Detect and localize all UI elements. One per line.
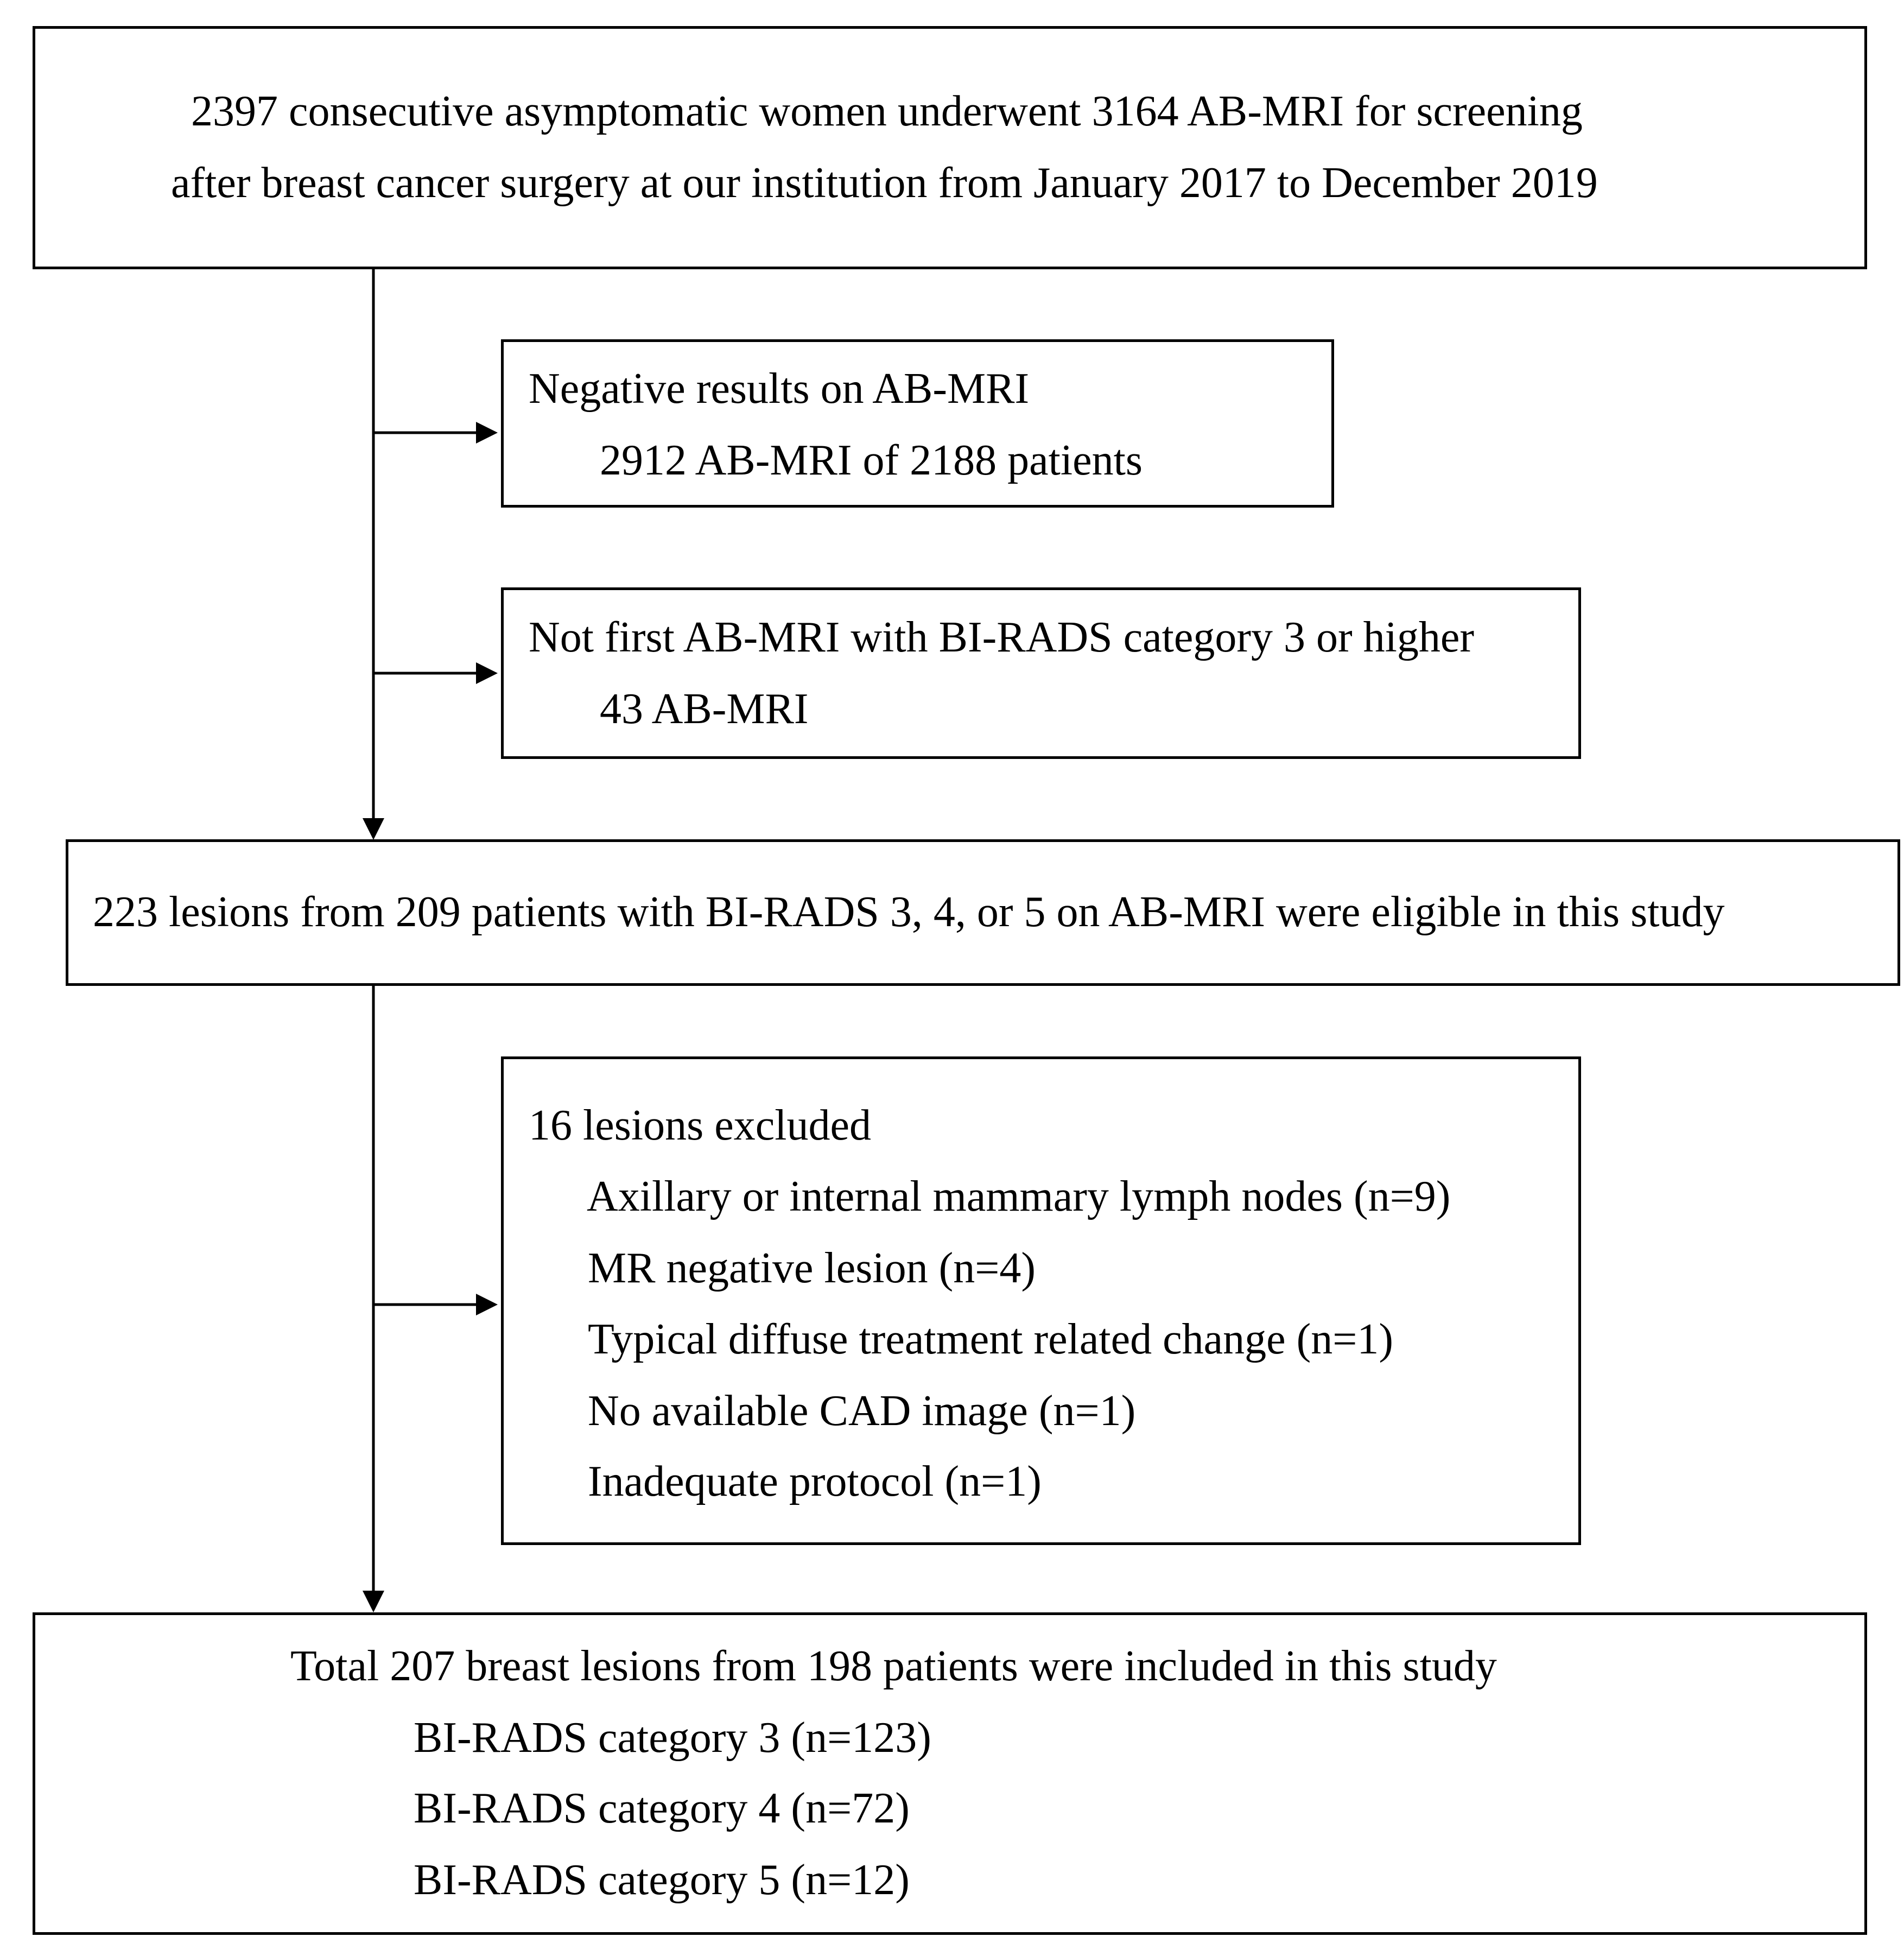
included-item: BI-RADS category 5 (n=12)	[414, 1856, 910, 1904]
excluded-title: 16 lesions excluded	[529, 1102, 871, 1149]
box-eligible-lesions: 223 lesions from 209 patients with BI-RA…	[66, 839, 1900, 986]
excluded-item: MR negative lesion (n=4)	[588, 1244, 1036, 1292]
negative-results-detail: 2912 AB-MRI of 2188 patients	[600, 436, 1143, 484]
box-not-first-abmri: Not first AB-MRI with BI-RADS category 3…	[501, 587, 1581, 759]
box-excluded-lesions: 16 lesions excluded Axillary or internal…	[501, 1056, 1581, 1545]
screening-line-1: 2397 consecutive asymptomatic women unde…	[191, 87, 1583, 135]
box-negative-results: Negative results on AB-MRI 2912 AB-MRI o…	[501, 339, 1334, 508]
box-screening-population: 2397 consecutive asymptomatic women unde…	[33, 26, 1867, 269]
excluded-item: No available CAD image (n=1)	[588, 1387, 1136, 1435]
included-item: BI-RADS category 3 (n=123)	[414, 1714, 931, 1762]
box-included-lesions: Total 207 breast lesions from 198 patien…	[33, 1612, 1867, 1935]
eligible-text: 223 lesions from 209 patients with BI-RA…	[93, 888, 1725, 936]
included-item: BI-RADS category 4 (n=72)	[414, 1784, 910, 1832]
excluded-item: Typical diffuse treatment related change…	[588, 1315, 1394, 1363]
excluded-item: Inadequate protocol (n=1)	[588, 1458, 1042, 1505]
included-title: Total 207 breast lesions from 198 patien…	[290, 1642, 1497, 1690]
screening-line-2: after breast cancer surgery at our insti…	[171, 159, 1598, 207]
not-first-title: Not first AB-MRI with BI-RADS category 3…	[529, 613, 1475, 661]
excluded-item: Axillary or internal mammary lymph nodes…	[587, 1173, 1451, 1220]
negative-results-title: Negative results on AB-MRI	[529, 365, 1030, 413]
not-first-detail: 43 AB-MRI	[600, 685, 809, 733]
